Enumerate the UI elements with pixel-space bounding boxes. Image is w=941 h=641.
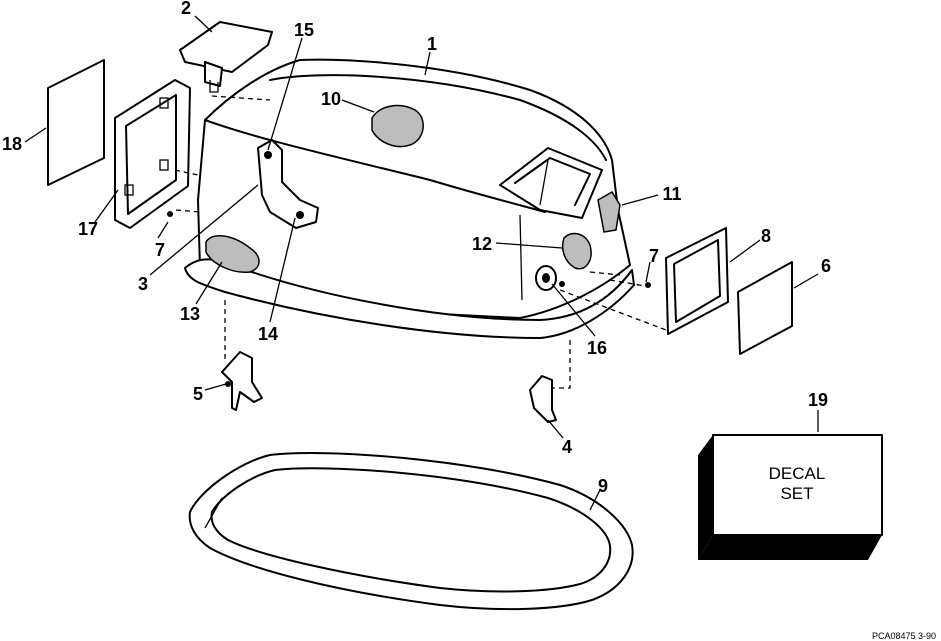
speckle-patch-part-12 bbox=[561, 232, 592, 270]
side-decal-part-18 bbox=[47, 59, 105, 186]
fastener-12 bbox=[559, 281, 565, 287]
callout-12: 12 bbox=[472, 234, 492, 254]
right-decal-part-6 bbox=[737, 261, 793, 355]
side-panel-part-17 bbox=[114, 79, 191, 229]
callout-17: 17 bbox=[78, 219, 98, 239]
speckle-patch-part-10 bbox=[371, 104, 424, 148]
fastener-7-left bbox=[167, 211, 173, 217]
callout-16: 16 bbox=[587, 338, 607, 358]
decal-set-box-part-19: DECAL SET bbox=[698, 434, 883, 560]
callout-14: 14 bbox=[258, 324, 278, 344]
cap-part-2 bbox=[179, 21, 273, 93]
callout-6: 6 bbox=[821, 256, 831, 276]
fastener-7-right bbox=[645, 282, 651, 288]
callout-10: 10 bbox=[321, 89, 341, 109]
callout-18: 18 bbox=[2, 134, 22, 154]
side-pad-part-11 bbox=[597, 190, 621, 233]
assembly-lines bbox=[174, 95, 667, 389]
callout-13: 13 bbox=[180, 304, 200, 324]
grommet-part-16 bbox=[535, 265, 557, 291]
seal-ring-part-9 bbox=[188, 452, 634, 611]
callout-15: 15 bbox=[294, 20, 314, 40]
callout-8: 8 bbox=[761, 226, 771, 246]
bracket-part-4 bbox=[529, 375, 557, 423]
bracket-part-5 bbox=[221, 351, 263, 411]
callout-9: 9 bbox=[598, 476, 608, 496]
callout-3: 3 bbox=[138, 274, 148, 294]
engine-cover-part-1 bbox=[184, 58, 635, 339]
callout-2: 2 bbox=[181, 0, 191, 18]
callout-4: 4 bbox=[562, 437, 572, 457]
callout-numbers: 1 2 15 10 18 17 7 3 13 14 5 11 12 7 8 6 … bbox=[2, 0, 831, 496]
callout-1: 1 bbox=[427, 34, 437, 54]
callout-7-left: 7 bbox=[155, 240, 165, 260]
decal-set-line-2: SET bbox=[780, 484, 813, 503]
bracket-part-14 bbox=[257, 139, 319, 229]
speckle-patch-part-13 bbox=[205, 235, 260, 273]
drawing-code: PCA08475 3-90 bbox=[872, 631, 936, 641]
callout-7-right: 7 bbox=[649, 246, 659, 266]
callout-19: 19 bbox=[808, 390, 828, 410]
leader-lines bbox=[24, 15, 819, 511]
callout-11: 11 bbox=[662, 184, 681, 204]
decal-set-line-1: DECAL bbox=[769, 464, 826, 483]
callout-5: 5 bbox=[193, 384, 203, 404]
right-panel-part-8 bbox=[665, 227, 729, 335]
